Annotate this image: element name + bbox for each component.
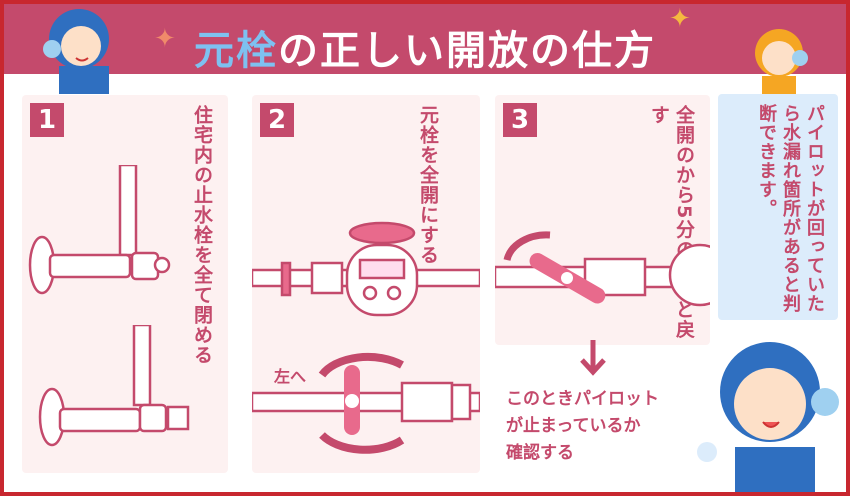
check-caption: このときパイロットが止まっているか確認する (506, 386, 659, 467)
speech-bubble: パイロットが回っていたら水漏れ箇所があると判断できます。 (718, 94, 838, 320)
direction-label: 左へ (274, 367, 307, 386)
bubble-line: あると判断できます。 (756, 104, 801, 313)
title-highlight: 元栓 (194, 28, 278, 74)
instruction-line: 全開にする (417, 165, 439, 265)
step-1-panel: 1 住宅内の止水栓を全て閉める (22, 95, 228, 473)
title-rest: の正しい開放の仕方 (278, 28, 656, 74)
caption-line: が止まっているか (506, 416, 641, 436)
instruction-line: 全て閉める (191, 265, 213, 365)
step-instruction: 住宅内の止水栓を全て閉める (189, 105, 214, 365)
step-number: 1 (30, 103, 64, 137)
step-number: 3 (503, 103, 537, 137)
instruction-line: 戻す (648, 105, 695, 340)
bubble-text: パイロットが回っていたら水漏れ箇所があると判断できます。 (754, 104, 826, 320)
bubble-line: パイロットが回って (804, 104, 825, 275)
down-arrow-icon (580, 340, 606, 376)
sparkle-icon: ✦ (154, 24, 176, 54)
sparkle-icon: ✦ (669, 4, 691, 34)
bubble-line: いたら水漏れ箇所が (780, 104, 825, 313)
instruction-line: 元栓を (417, 105, 439, 165)
step-3-panel: 3 全開のから5分の１ほど戻す (495, 95, 710, 345)
step-number: 2 (260, 103, 294, 137)
instruction-line: 全開のから (673, 105, 695, 205)
header-banner: ✦ 元栓の正しい開放の仕方 ✦ (4, 4, 846, 106)
page-title: 元栓の正しい開放の仕方 (194, 18, 656, 76)
water-meter-icon (252, 221, 480, 317)
shutoff-valve-icon (38, 325, 190, 447)
step-instruction: 元栓を全開にする (415, 105, 440, 265)
step-2-panel: 2 元栓を全開にする 左へ (252, 95, 480, 473)
shutoff-valve-closed-icon (28, 165, 171, 295)
boy-mascot-icon (43, 9, 109, 94)
caption-line: 確認する (506, 443, 574, 463)
partially-closed-valve-icon (495, 231, 710, 307)
open-valve-rotation-icon (252, 352, 480, 454)
caption-line: このときパイロット (506, 389, 659, 409)
boy-mascot-pointing-icon (697, 342, 839, 492)
instruction-line: 住宅内の止水栓を (191, 105, 213, 265)
